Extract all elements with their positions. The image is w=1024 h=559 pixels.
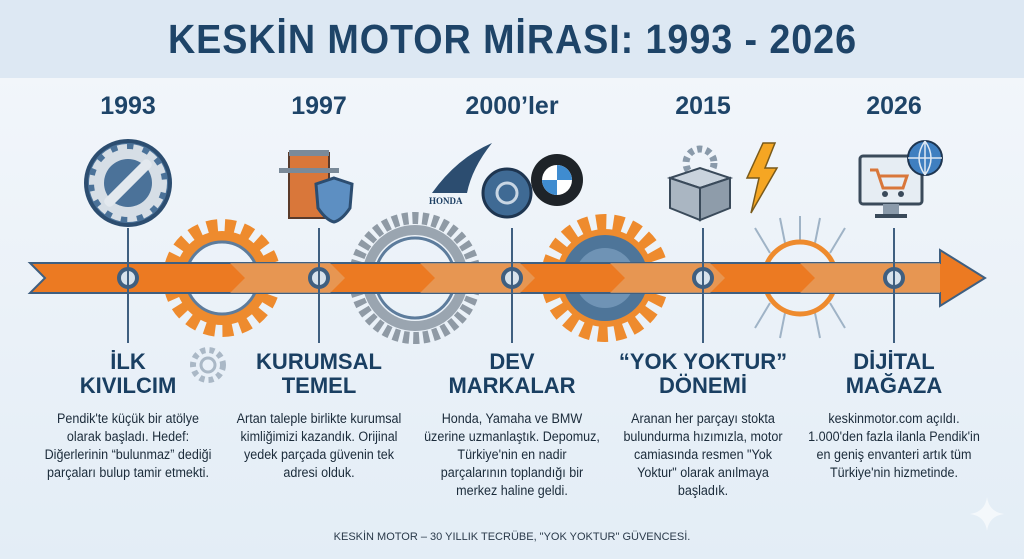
heading-line: “YOK YOKTUR” xyxy=(618,349,788,374)
milestone-heading: “YOK YOKTUR”DÖNEMİ xyxy=(603,350,803,398)
timeline-connector xyxy=(511,228,513,343)
building-shield-icon xyxy=(279,150,354,224)
brand-logos-icon: HONDA xyxy=(427,138,597,228)
sparkle-icon xyxy=(970,497,1004,531)
heading-line: DÖNEMİ xyxy=(659,373,747,398)
heading-line: KIVILCIM xyxy=(79,373,177,398)
timeline-connector xyxy=(702,228,704,343)
heading-line: DİJİTAL xyxy=(853,349,935,374)
computer-cart-globe-icon xyxy=(858,140,943,218)
timeline-connector xyxy=(318,228,320,343)
timeline-connector xyxy=(893,228,895,343)
heading-line: DEV xyxy=(489,349,535,374)
heading-line: MARKALAR xyxy=(448,373,576,398)
heading-line: İLK xyxy=(110,349,146,374)
yamaha-logo-icon xyxy=(481,167,533,219)
heading-line: MAĞAZA xyxy=(845,373,943,398)
heading-line: TEMEL xyxy=(281,373,357,398)
small-gear-icon xyxy=(190,347,226,383)
year-2026: 2026 xyxy=(866,92,922,120)
timeline-connector xyxy=(127,228,129,343)
footer-tagline: KESKİN MOTOR – 30 YILLIK TECRÜBE, "YOK Y… xyxy=(333,531,691,543)
milestone-description: Pendik'te küçük bir atölye olarak başlad… xyxy=(44,411,212,480)
title-banner: KESKİN MOTOR MİRASI: 1993 - 2026 xyxy=(0,0,1024,78)
milestone-description: Aranan her parçayı stokta bulundurma hız… xyxy=(623,411,783,498)
milestone-description: Artan taleple birlikte kurumsal kimliğim… xyxy=(236,411,402,480)
parts-box-lightning-icon xyxy=(666,142,779,222)
milestone-description: keskinmotor.com açıldı. 1.000'den fazla … xyxy=(808,411,980,480)
page-title: KESKİN MOTOR MİRASI: 1993 - 2026 xyxy=(167,15,857,62)
year-1993: 1993 xyxy=(100,92,156,120)
year-1997: 1997 xyxy=(291,92,347,120)
honda-wing-icon xyxy=(432,143,492,193)
bmw-logo-icon xyxy=(531,154,583,206)
year-2000s: 2000’ler xyxy=(465,92,559,120)
milestone-description: Honda, Yamaha ve BMW üzerine uzmanlaştık… xyxy=(424,411,600,498)
gear-wrench-icon xyxy=(84,139,172,227)
heading-line: KURUMSAL xyxy=(256,349,382,374)
year-2015: 2015 xyxy=(675,92,731,120)
honda-label: HONDA xyxy=(429,196,463,206)
